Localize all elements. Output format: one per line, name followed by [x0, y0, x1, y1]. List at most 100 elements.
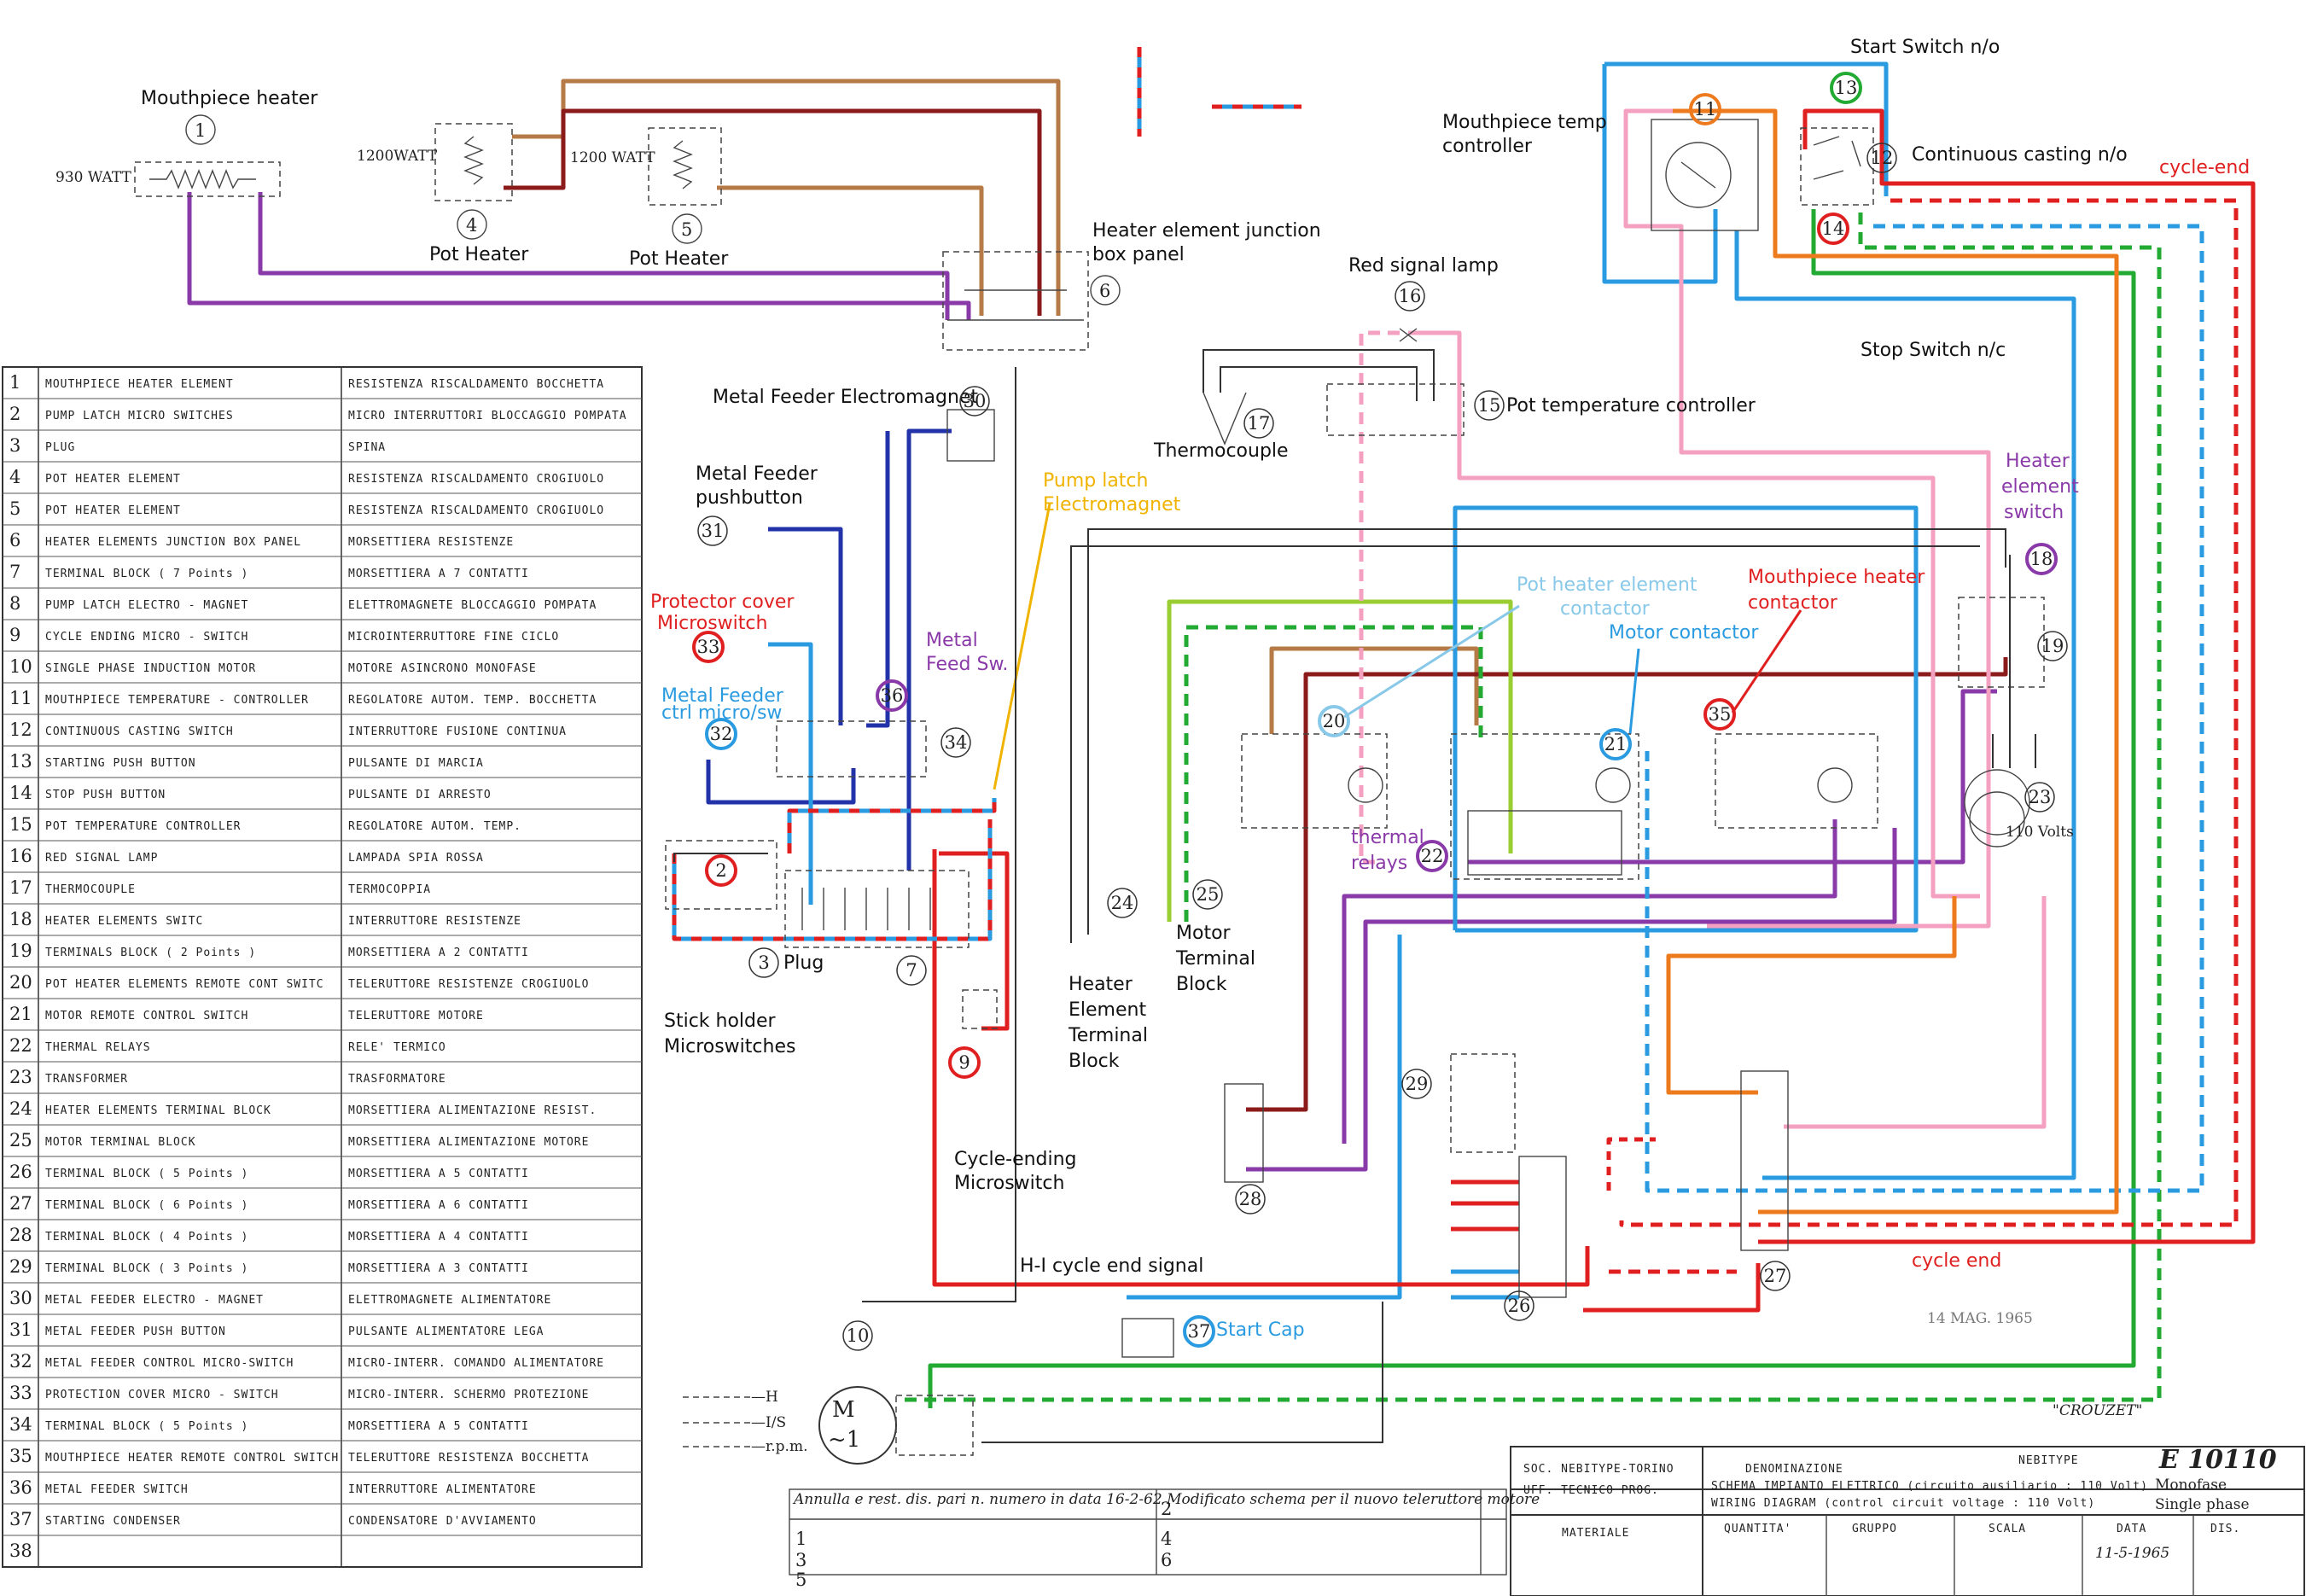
wire-brown-pot: [512, 79, 1061, 316]
wire-purple-28b: [1246, 828, 1897, 1172]
legend-row-italian: MORSETTIERA A 2 CONTATTI: [348, 947, 529, 959]
wire-blue-top: [1604, 61, 1889, 196]
wire-blue-left: [1127, 935, 1402, 1300]
label-thermocouple: Thermocouple: [1153, 440, 1289, 462]
callout-circle-20: [1318, 705, 1350, 737]
legend-row-italian: ELETTROMAGNETE ALIMENTATORE: [348, 1294, 551, 1307]
side-mark-rpm: —r.p.m.: [751, 1438, 807, 1455]
terminal-block-7-points: [801, 888, 931, 930]
legend-row-italian: MORSETTIERA RESISTENZE: [348, 536, 514, 549]
wire-green-start: [928, 209, 2136, 1408]
wire-black-stick: [673, 853, 768, 862]
office-name: UFF. TECNICO PROG.: [1523, 1484, 1659, 1497]
legend-row-english: RED SIGNAL LAMP: [45, 852, 158, 865]
callout-circle-2: [705, 854, 737, 887]
callout-number-27: 27: [1764, 1266, 1787, 1286]
thermocouple-17: [1202, 392, 1247, 446]
pointer-blue-21: [1628, 648, 1640, 735]
callout-number-23: 23: [2029, 787, 2052, 807]
terminal-block-28: [1224, 1083, 1264, 1183]
num-5: 5: [681, 219, 692, 240]
callout-number-28: 28: [1239, 1189, 1262, 1209]
thermal-relay-box: [1467, 810, 1622, 876]
pot-heater-5-box: [648, 127, 722, 206]
label-pot-heater-contactor-2: contactor: [1560, 598, 1651, 620]
wire-black-motor-top: [1087, 528, 2006, 935]
gruppo-label: GRUPPO: [1852, 1523, 1897, 1535]
callout-number-17: 17: [1248, 413, 1271, 434]
label-stick-holder-2: Microswitches: [664, 1036, 795, 1057]
callout-circle-25: [1192, 879, 1223, 910]
callout-circle-18: [2025, 543, 2058, 575]
legend-row-english: TERMINAL BLOCK ( 6 Points ): [45, 1199, 248, 1212]
legend-row-number: 4: [9, 467, 20, 487]
callout-circle-14: [1817, 213, 1849, 245]
wire-red-dashed: [1619, 198, 2239, 1227]
legend-row-number: 24: [9, 1098, 32, 1119]
label-metal-feeder-push-2: pushbutton: [696, 487, 803, 509]
legend-row-italian: TELERUTTORE MOTORE: [348, 1010, 484, 1022]
legend-row-number: 1: [9, 372, 20, 393]
callout-circle-19: [2037, 631, 2068, 661]
pump-latch-microswitches: [665, 840, 777, 910]
label-cycle-ending-2: Microswitch: [954, 1173, 1064, 1194]
title-block: SOC. NEBITYPE-TORINO UFF. TECNICO PROG. …: [789, 1445, 2305, 1596]
callout-number-2: 2: [715, 860, 726, 881]
motor-switch-box: [895, 1395, 974, 1456]
legend-row-english: POT HEATER ELEMENT: [45, 504, 181, 517]
drawing-number: E 10110: [2158, 1445, 2277, 1475]
label-crouzet: "CROUZET": [2053, 1402, 2142, 1419]
legend-row-italian: PULSANTE DI ARRESTO: [348, 789, 492, 801]
label-pump-latch-2: Electromagnet: [1043, 494, 1181, 515]
legend-row-english: TRANSFORMER: [45, 1073, 128, 1086]
callout-circle-9: [948, 1046, 981, 1079]
side-mark-is: —I/S: [751, 1414, 786, 1431]
legend-row-number: 29: [9, 1256, 32, 1277]
legend-row-italian: SPINA: [348, 441, 386, 454]
legend-row-italian: REGOLATORE AUTOM. TEMP.: [348, 820, 521, 833]
callout-circle-7: [896, 955, 927, 986]
callout-number-19: 19: [2041, 636, 2064, 656]
callout-number-35: 35: [1709, 704, 1732, 725]
motor-10-circle: [818, 1386, 897, 1465]
circle-6: [1090, 275, 1121, 306]
wire-yellow-pointer: [993, 503, 1051, 790]
legend-row-english: MOTOR REMOTE CONTROL SWITCH: [45, 1010, 248, 1022]
legend-row-number: 12: [9, 719, 32, 740]
wire-striped-top-blue: [1137, 47, 1301, 137]
label-hi-cycle-end: H-I cycle end signal: [1020, 1255, 1203, 1277]
wire-red-hi: [932, 849, 1590, 1287]
rev-row-2: 2: [1161, 1499, 1172, 1519]
label-110-volts: 110 Volts: [2006, 824, 2074, 841]
legend-row-number: 33: [9, 1383, 32, 1403]
legend-row-english: METAL FEEDER CONTROL MICRO-SWITCH: [45, 1357, 294, 1370]
terminal-block-27: [1740, 1070, 1789, 1251]
legend-row-number: 3: [9, 435, 20, 456]
legend-row-italian: PULSANTE DI MARCIA: [348, 757, 484, 770]
label-cycle-end-bottom: cycle end: [1912, 1250, 2001, 1272]
legend-row-italian: RESISTENZA RISCALDAMENTO CROGIUOLO: [348, 504, 604, 517]
terminal-block-19: [1958, 597, 2045, 688]
legend-row-number: 22: [9, 1035, 32, 1056]
callout-number-25: 25: [1197, 884, 1220, 905]
wire-brown-20: [1269, 646, 1479, 734]
data-value: 11-5-1965: [2095, 1545, 2169, 1562]
wire-red-bottom: [1451, 1180, 1761, 1313]
callout-number-3: 3: [758, 952, 769, 973]
label-metal-feeder-push-1: Metal Feeder: [696, 463, 818, 485]
transformer-coil-1: [1964, 769, 2030, 836]
callout-circle-27: [1760, 1261, 1791, 1291]
wire-darkred-28: [1246, 734, 1308, 1112]
label-pot-heater-1: Pot Heater: [429, 244, 529, 265]
callout-number-22: 22: [1421, 846, 1444, 866]
wire-black-thermo-2: [1220, 366, 1418, 401]
contactor-35-coil: [1817, 767, 1853, 803]
label-mouthpiece-contactor-1: Mouthpiece heater: [1748, 567, 1925, 588]
legend-row-number: 23: [9, 1067, 32, 1087]
pot-heater-contactor-box: [1241, 733, 1388, 829]
legend-row-number: 10: [9, 656, 32, 677]
legend-row-number: 2: [9, 404, 20, 424]
wire-blue-down: [1734, 230, 2076, 1180]
callout-number-11: 11: [1694, 99, 1717, 119]
wire-purple-mouthpiece-2: [258, 192, 950, 320]
